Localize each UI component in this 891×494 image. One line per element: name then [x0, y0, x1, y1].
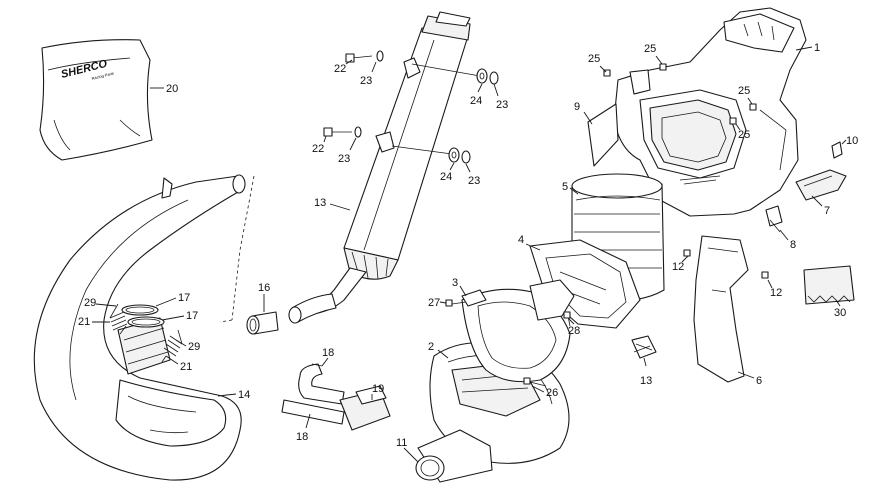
callout-25c: 25	[738, 85, 750, 97]
foam-pad	[803, 265, 855, 305]
callout-22b: 22	[312, 143, 324, 155]
callout-29b: 29	[188, 341, 200, 353]
breather-hose	[281, 363, 345, 425]
callout-8: 8	[790, 239, 796, 251]
callout-29: 29	[84, 297, 96, 309]
callout-25b: 25	[644, 43, 656, 55]
intake-plate	[461, 279, 575, 383]
callout-12: 12	[672, 261, 684, 273]
o-ring-lower	[127, 316, 165, 328]
breather-valve	[339, 385, 391, 431]
hose-clamp	[631, 335, 657, 359]
callout-18b: 18	[296, 431, 308, 443]
bracket-clip	[795, 141, 847, 201]
callout-10: 10	[846, 135, 858, 147]
callout-5: 5	[562, 181, 568, 193]
callout-23b: 23	[496, 99, 508, 111]
callout-22: 22	[334, 63, 346, 75]
silencer-mount-upper	[345, 50, 499, 85]
callout-11: 11	[396, 437, 407, 449]
callout-1: 1	[814, 42, 820, 54]
callout-19: 19	[372, 383, 384, 395]
callout-13b: 13	[640, 375, 652, 387]
callout-18: 18	[322, 347, 334, 359]
callouts: 1 2 3 4 5 6 7 8 9 10 11 12 12	[78, 42, 858, 463]
callout-16: 16	[258, 282, 270, 294]
callout-26: 26	[546, 387, 558, 399]
o-ring-upper	[121, 304, 159, 316]
callout-24: 24	[470, 95, 482, 107]
callout-6: 6	[756, 375, 762, 387]
parts-bag: SHERCO Racing Parts	[39, 39, 153, 161]
callout-25: 25	[588, 53, 600, 65]
callout-17b: 17	[186, 310, 198, 322]
silencer	[303, 11, 471, 315]
callout-23d: 23	[468, 175, 480, 187]
mud-flap	[693, 235, 749, 383]
callout-13: 13	[314, 197, 326, 209]
bag-tagline-text: Racing Parts	[91, 71, 114, 81]
expansion-chamber	[33, 174, 255, 481]
callout-12b: 12	[770, 287, 782, 299]
intake-boot	[415, 429, 493, 483]
callout-9: 9	[574, 101, 580, 113]
callout-21b: 21	[180, 361, 192, 373]
callout-21: 21	[78, 316, 90, 328]
rear-fender-airbox	[613, 7, 807, 217]
callout-24b: 24	[440, 171, 452, 183]
callout-3: 3	[452, 277, 458, 289]
callout-28: 28	[568, 325, 580, 337]
callout-20: 20	[166, 83, 178, 95]
coupler-sleeve	[246, 311, 279, 335]
silencer-mount-lower	[323, 126, 471, 164]
screw-set	[445, 63, 769, 387]
callout-30: 30	[834, 307, 846, 319]
link-pipe	[288, 293, 337, 324]
callout-17: 17	[178, 292, 190, 304]
callout-7: 7	[824, 205, 830, 217]
callout-2: 2	[428, 341, 434, 353]
callout-23c: 23	[338, 153, 350, 165]
callout-27: 27	[428, 297, 440, 309]
callout-4: 4	[518, 234, 524, 246]
callout-14: 14	[238, 389, 250, 401]
callout-23: 23	[360, 75, 372, 87]
fastener-8	[765, 205, 783, 233]
callout-25d: 25	[738, 129, 750, 141]
side-plate	[587, 103, 619, 167]
spring-left	[109, 303, 128, 335]
